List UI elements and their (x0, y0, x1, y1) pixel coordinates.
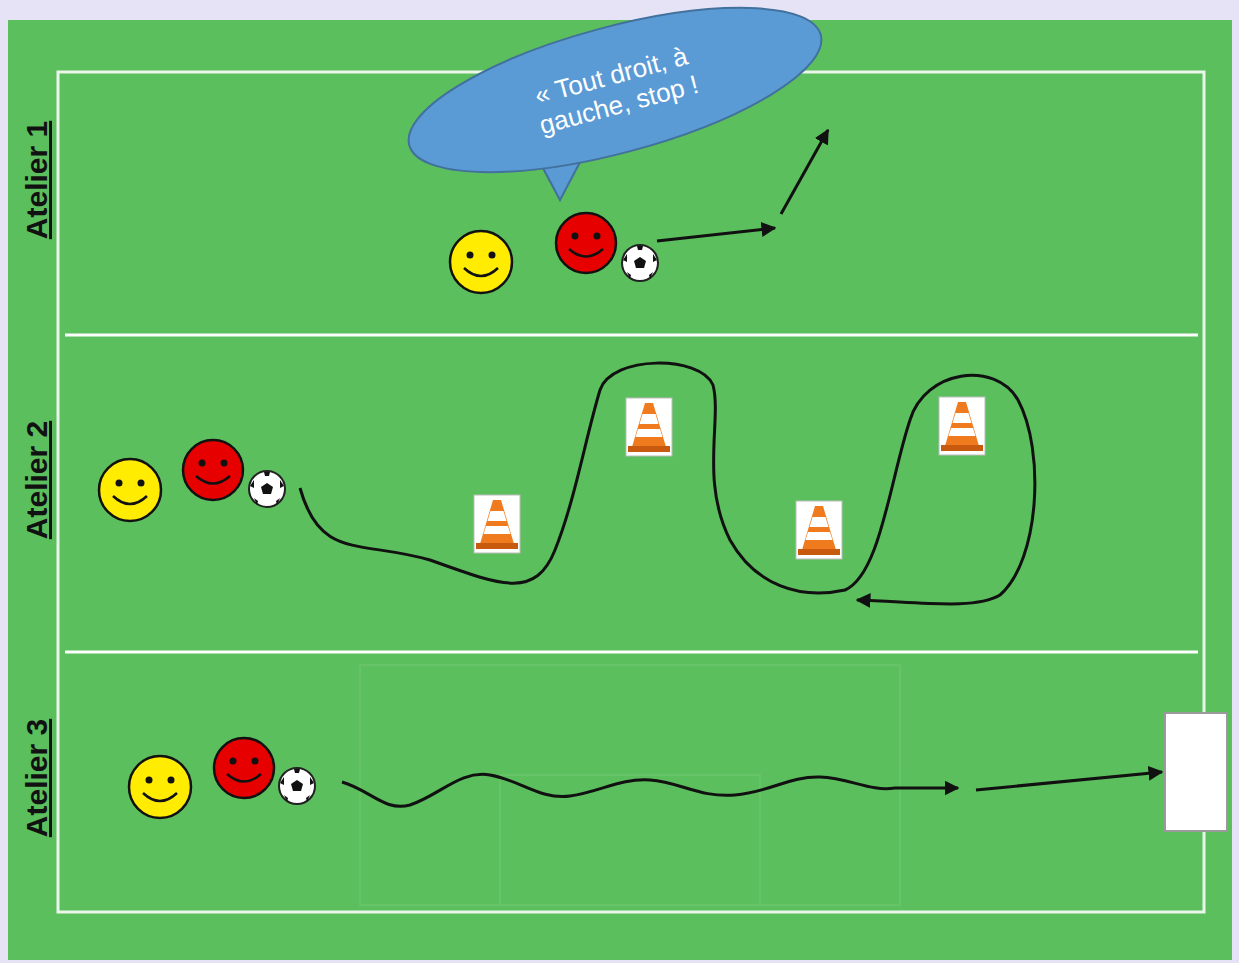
workshop-label: Atelier 1 (20, 121, 54, 239)
workshop-label: Atelier 2 (20, 421, 54, 539)
workshop-label: Atelier 3 (20, 719, 54, 837)
player-yellow (450, 231, 512, 293)
